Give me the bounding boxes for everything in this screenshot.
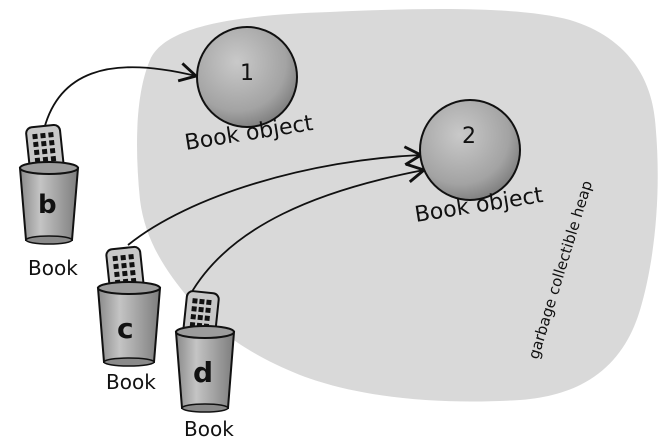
object-number-1: 1 <box>240 61 254 86</box>
reference-arrow-c <box>127 145 424 246</box>
object-ball-1 <box>196 26 298 128</box>
object-ball-2 <box>419 99 521 201</box>
reference-name-d: d <box>193 356 213 389</box>
reference-cup-c: c Book <box>96 245 162 394</box>
reference-name-c: c <box>117 312 134 345</box>
object-number-2: 2 <box>462 124 476 149</box>
reference-type-d: Book <box>184 417 234 441</box>
reference-arrow-d <box>189 162 427 296</box>
reference-cup-d: d Book <box>174 290 236 441</box>
reference-cup-b: b Book <box>18 123 80 280</box>
reference-name-b: b <box>38 190 57 220</box>
reference-type-c: Book <box>106 370 156 394</box>
reference-type-b: Book <box>28 256 78 280</box>
reference-arrow-b <box>41 62 199 139</box>
